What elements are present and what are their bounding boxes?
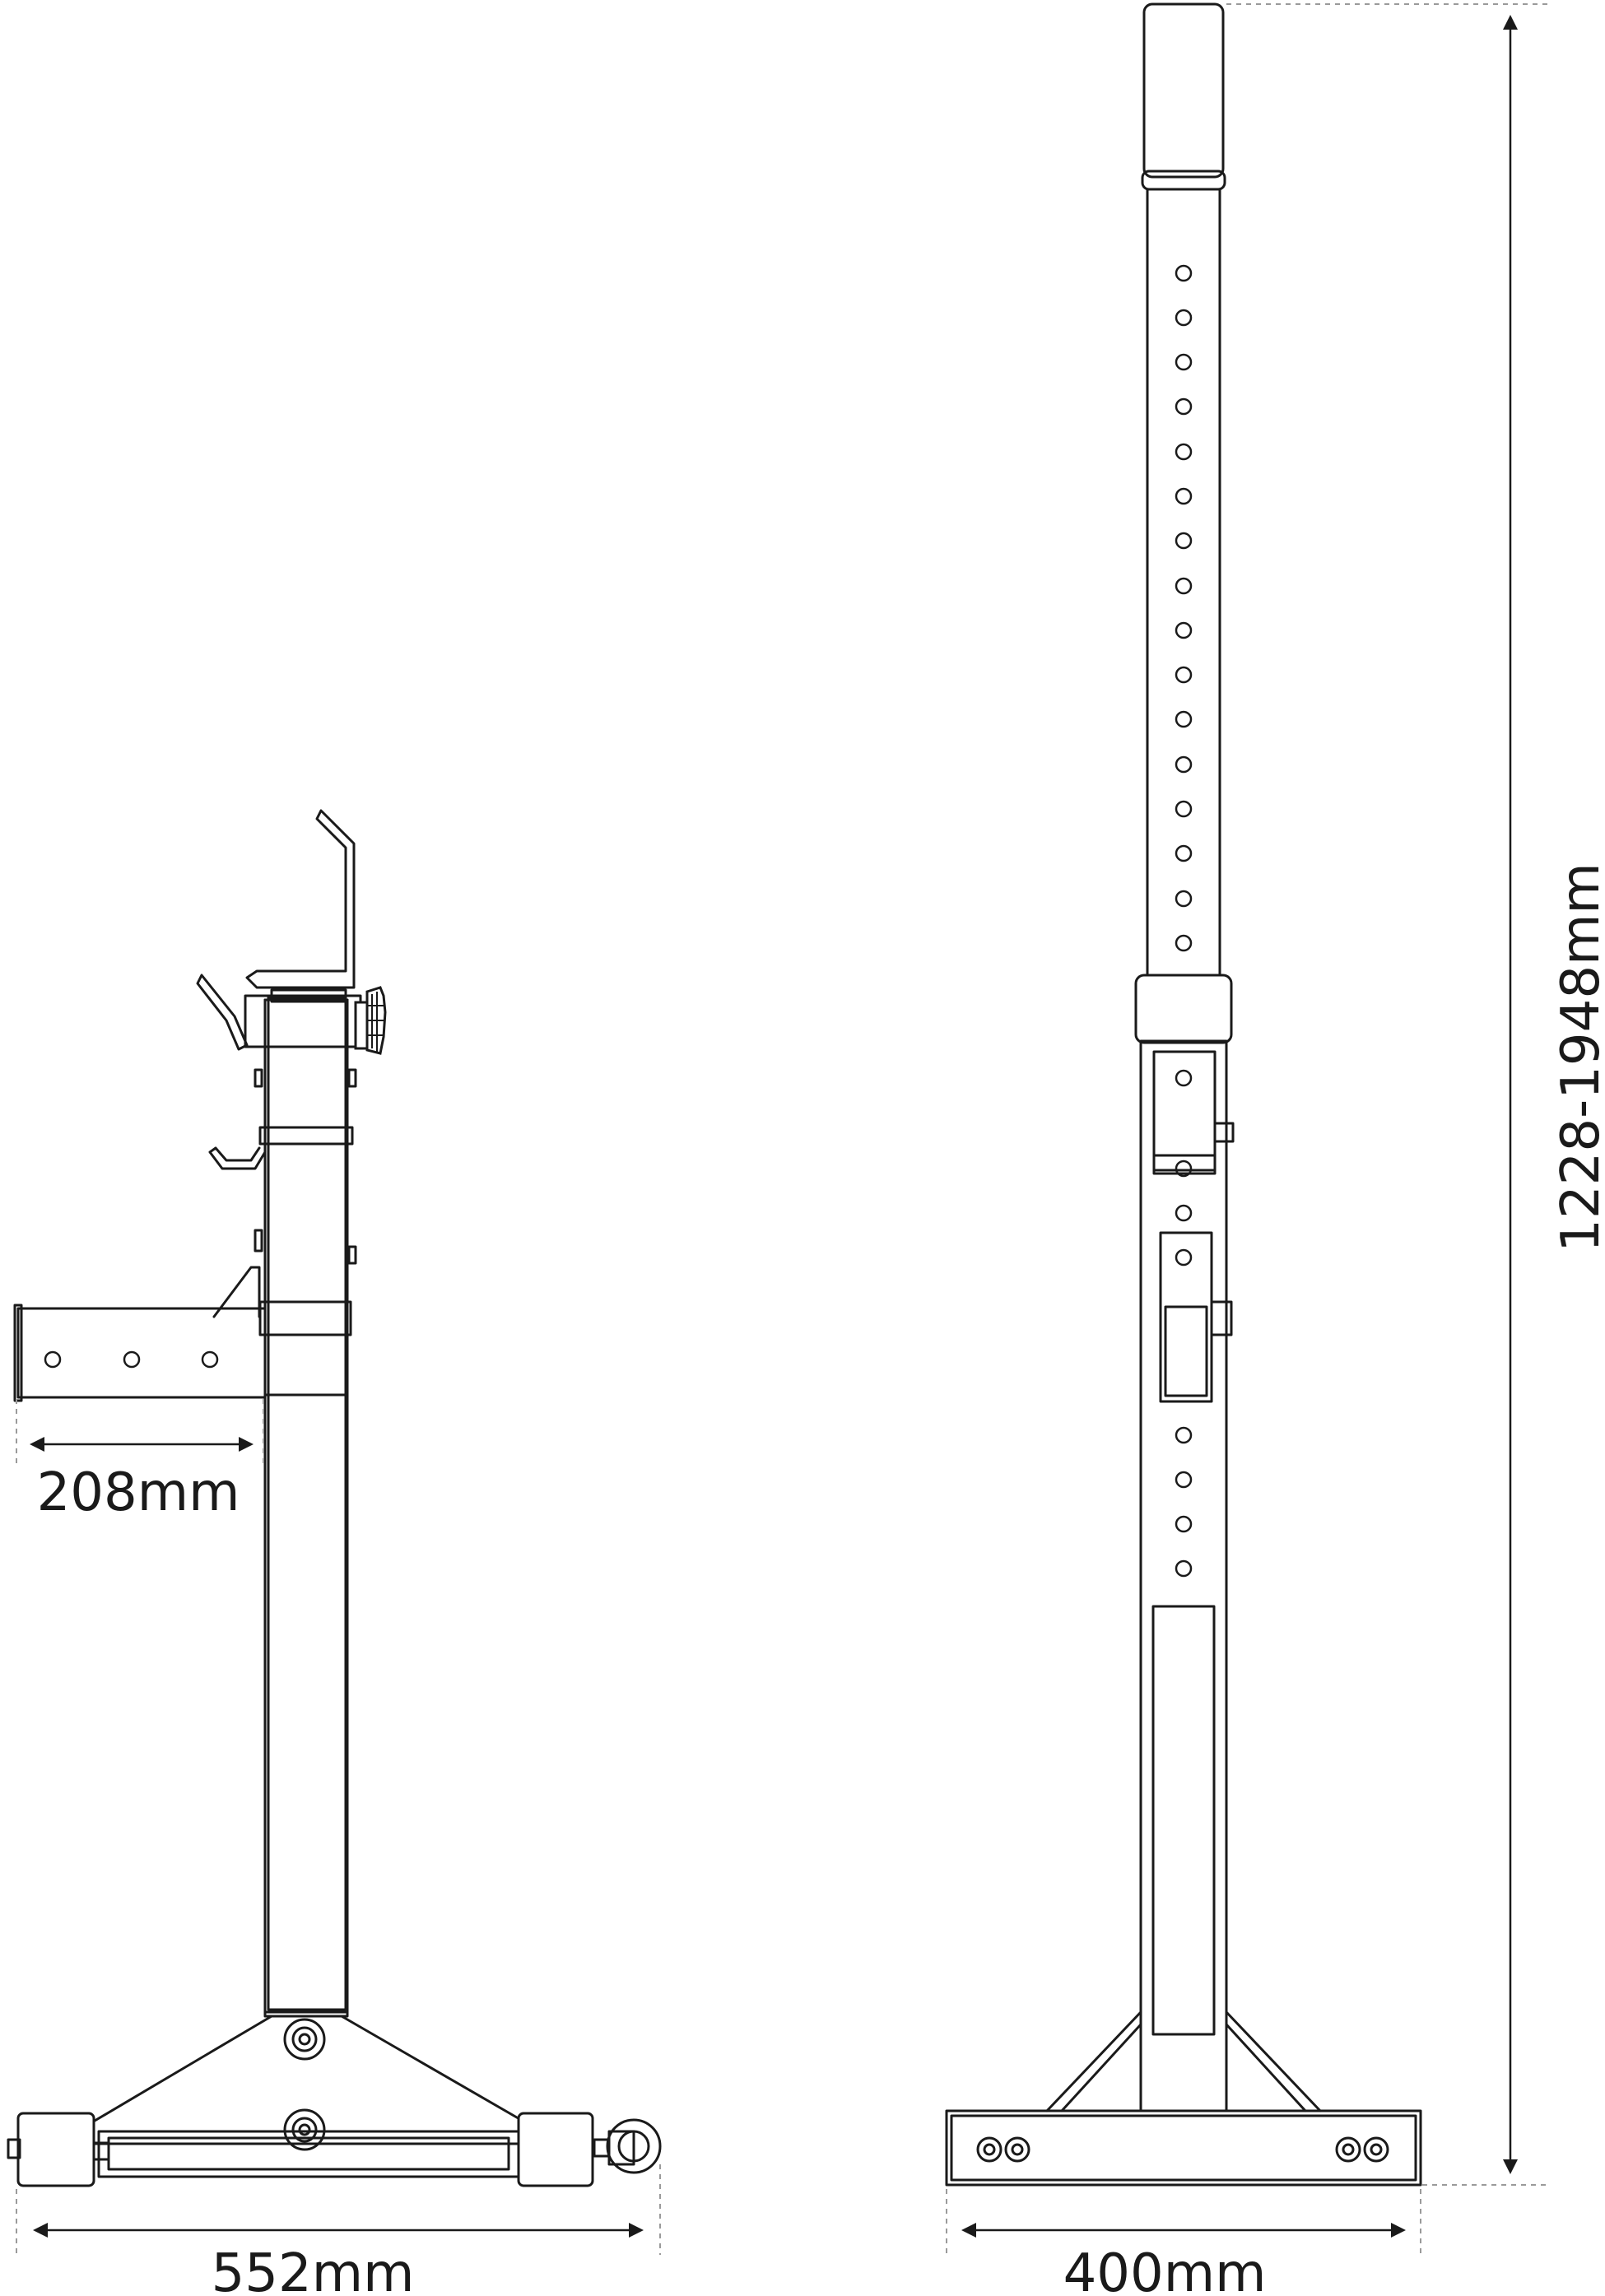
side-base [7,2010,662,2187]
top-cap [1142,2,1225,179]
label-base-front: 400mm [1063,2243,1267,2296]
gusset-left [1045,2010,1142,2112]
dim-base-front: 400mm [961,2223,1406,2296]
j-hook [196,809,362,1170]
pin-knob [354,986,387,1055]
front-hook-brackets [1152,1050,1235,1403]
label-base-side: 552mm [212,2243,415,2296]
front-base [945,2109,1422,2187]
front-view: 400mm 1228-1948mm [945,2,1605,2296]
front-slot [1151,1605,1216,2036]
dim-base-side: 552mm [33,2223,644,2296]
collar [1134,974,1233,1044]
gusset-right [1225,2010,1322,2112]
side-inner-tube [267,996,347,2011]
label-arm-length: 208mm [37,1462,240,1523]
front-holes [1175,264,1193,1578]
side-view: 208mm 552mm [7,809,662,2296]
label-height-range: 1228-1948mm [1551,862,1605,1253]
side-upper-tube [263,998,349,1397]
safety-arm [13,1229,357,1402]
dim-height: 1228-1948mm [1503,15,1605,2174]
side-main-tube [263,998,349,2018]
dim-arm-length: 208mm [30,1437,254,1523]
